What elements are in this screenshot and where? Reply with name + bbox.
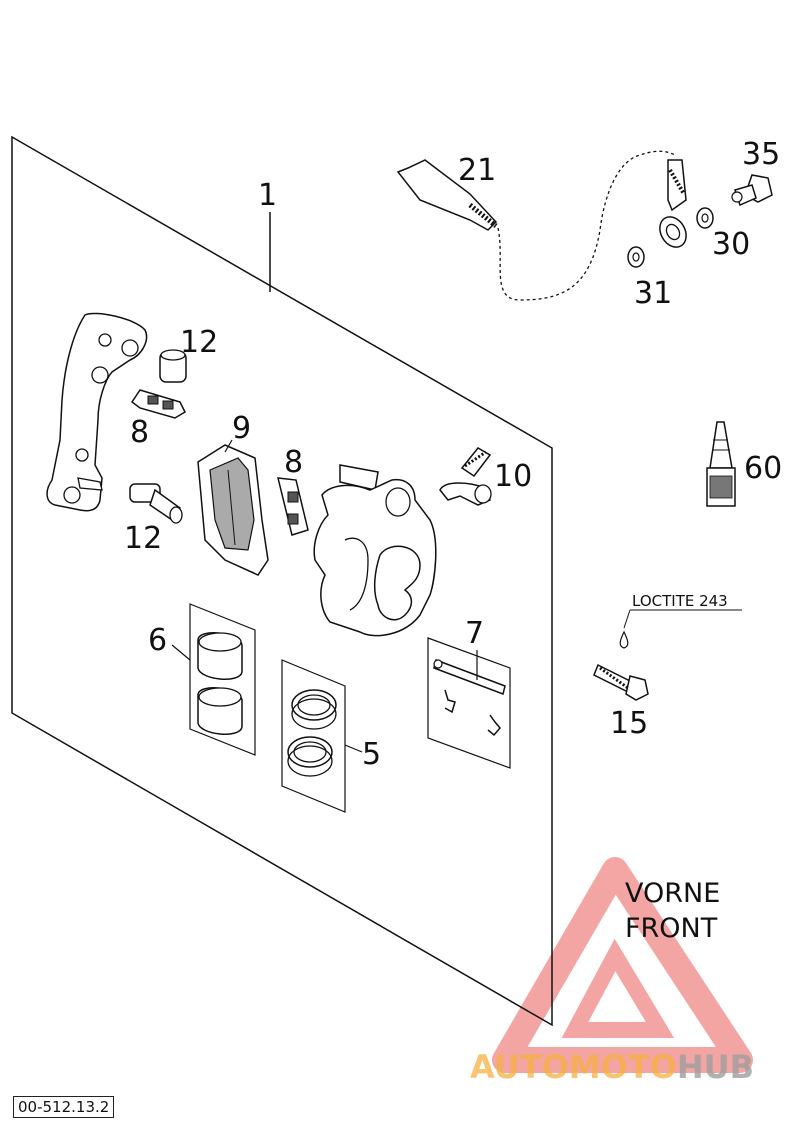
callout-6: 6 <box>148 623 167 658</box>
callout-9: 9 <box>232 411 251 446</box>
direction-german: VORNE <box>625 878 720 909</box>
caliper-body <box>313 464 437 637</box>
pin-12-bottom <box>129 483 183 524</box>
reference-code: 00-512.13.2 <box>13 1096 115 1118</box>
loctite-bottle <box>706 421 736 507</box>
brake-pad <box>197 444 269 576</box>
callout-31: 31 <box>634 276 672 311</box>
callout-8-left: 8 <box>130 415 149 450</box>
callout-12-top: 12 <box>180 325 218 360</box>
direction-english: FRONT <box>625 913 718 944</box>
bleed-screw <box>439 447 492 506</box>
banjo-bolt <box>731 174 773 207</box>
pad-pin-kit <box>433 659 506 737</box>
kit-7-frame <box>427 637 511 769</box>
callout-21: 21 <box>458 153 496 188</box>
watermark-text: AUTOMOTOHUB <box>470 1048 754 1086</box>
assembly-panel <box>11 135 553 1027</box>
loctite-note: LOCTITE 243 <box>632 592 728 610</box>
caliper-bracket <box>46 312 148 512</box>
spring-clip-8-right <box>277 477 309 536</box>
loctite-drop-icon <box>619 630 629 649</box>
callout-5: 5 <box>362 737 381 772</box>
callout-1: 1 <box>258 178 277 213</box>
callout-30: 30 <box>712 227 750 262</box>
watermark-logo <box>492 857 753 1073</box>
callout-8-right: 8 <box>284 445 303 480</box>
seals <box>287 689 337 777</box>
callout-7: 7 <box>465 616 484 651</box>
kit-6-frame <box>189 603 256 756</box>
kit-5-frame <box>281 659 346 813</box>
callout-12-bottom: 12 <box>124 521 162 556</box>
pistons <box>197 632 243 735</box>
bolt-15 <box>593 663 649 701</box>
callout-15: 15 <box>610 706 648 741</box>
callout-60: 60 <box>744 451 782 486</box>
brake-hose <box>396 150 687 301</box>
callout-10: 10 <box>494 459 532 494</box>
bush-12-top <box>159 349 187 383</box>
callout-35: 35 <box>742 137 780 172</box>
spring-clip-8-left <box>130 389 186 419</box>
